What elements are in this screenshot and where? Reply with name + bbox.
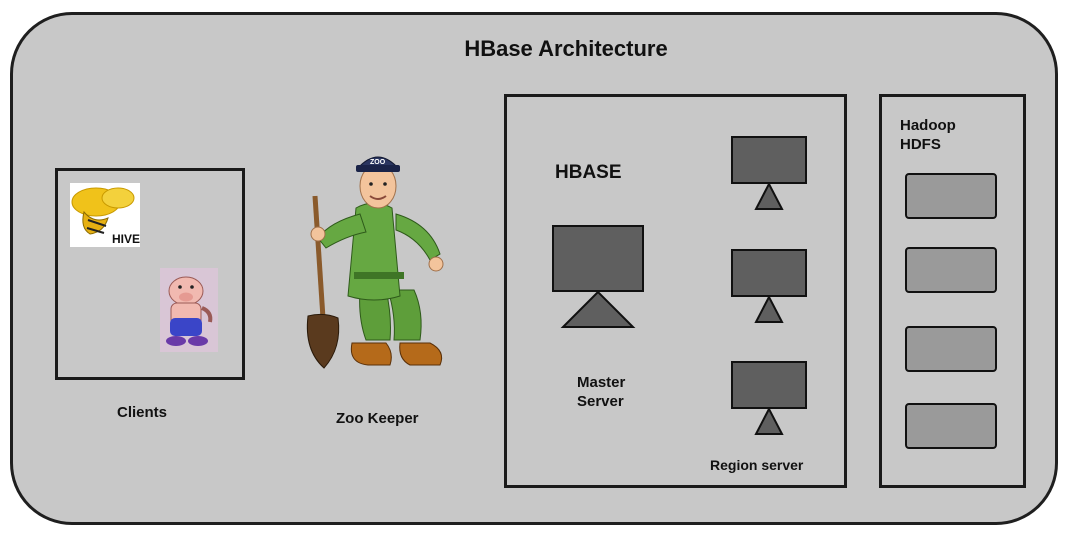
diagram-title: HBase Architecture (464, 36, 668, 61)
master-server-label: Master Server (577, 374, 626, 410)
hdfs-block-4 (905, 403, 997, 449)
region-server-label: Region server (710, 457, 804, 473)
hdfs-block-1 (905, 173, 997, 219)
hdfs-block-3 (905, 326, 997, 372)
clients-label: Clients (117, 404, 168, 421)
pig-logo (160, 268, 218, 352)
region-server-1 (731, 136, 807, 210)
hive-logo: HIVE (70, 183, 140, 247)
zookeeper-figure: ZOO (306, 156, 444, 369)
master-server (552, 225, 644, 328)
zookeeper-cap-text: ZOO (370, 159, 386, 166)
hive-logo-text: HIVE (112, 232, 140, 246)
hbase-label: HBASE (555, 162, 622, 183)
hdfs-label: Hadoop HDFS (900, 117, 956, 153)
region-server-3 (731, 361, 807, 435)
hdfs-block-2 (905, 247, 997, 293)
zookeeper-label: Zoo Keeper (336, 410, 419, 427)
region-server-2 (731, 249, 807, 323)
